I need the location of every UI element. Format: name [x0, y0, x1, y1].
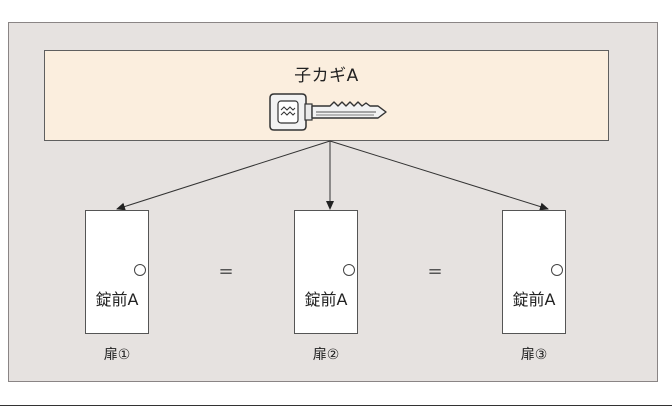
door-3: 錠前A — [502, 210, 566, 334]
key-panel: 子カギA — [44, 50, 609, 141]
equals-sign: = — [427, 261, 443, 282]
equals-sign: = — [218, 261, 234, 282]
door-1: 錠前A — [85, 210, 149, 334]
door-caption: 扉① — [103, 347, 131, 363]
door-2: 錠前A — [294, 210, 358, 334]
door-knob — [551, 264, 563, 276]
arrow-to-door-1 — [116, 140, 331, 211]
lock-label: 錠前A — [512, 290, 556, 309]
divider-line — [0, 405, 672, 406]
door-caption: 扉② — [312, 347, 340, 363]
key-panel-title: 子カギA — [294, 66, 359, 86]
arrows-layer — [116, 140, 549, 211]
key-icon — [269, 93, 387, 131]
diagram-frame: 子カギA 錠前A 扉① = 錠前A — [8, 22, 658, 382]
door-caption: 扉③ — [520, 347, 548, 363]
arrow-to-door-3 — [329, 140, 549, 211]
lock-label: 錠前A — [304, 290, 348, 309]
door-knob — [134, 264, 146, 276]
door-knob — [343, 264, 355, 276]
lock-label: 錠前A — [95, 290, 139, 309]
